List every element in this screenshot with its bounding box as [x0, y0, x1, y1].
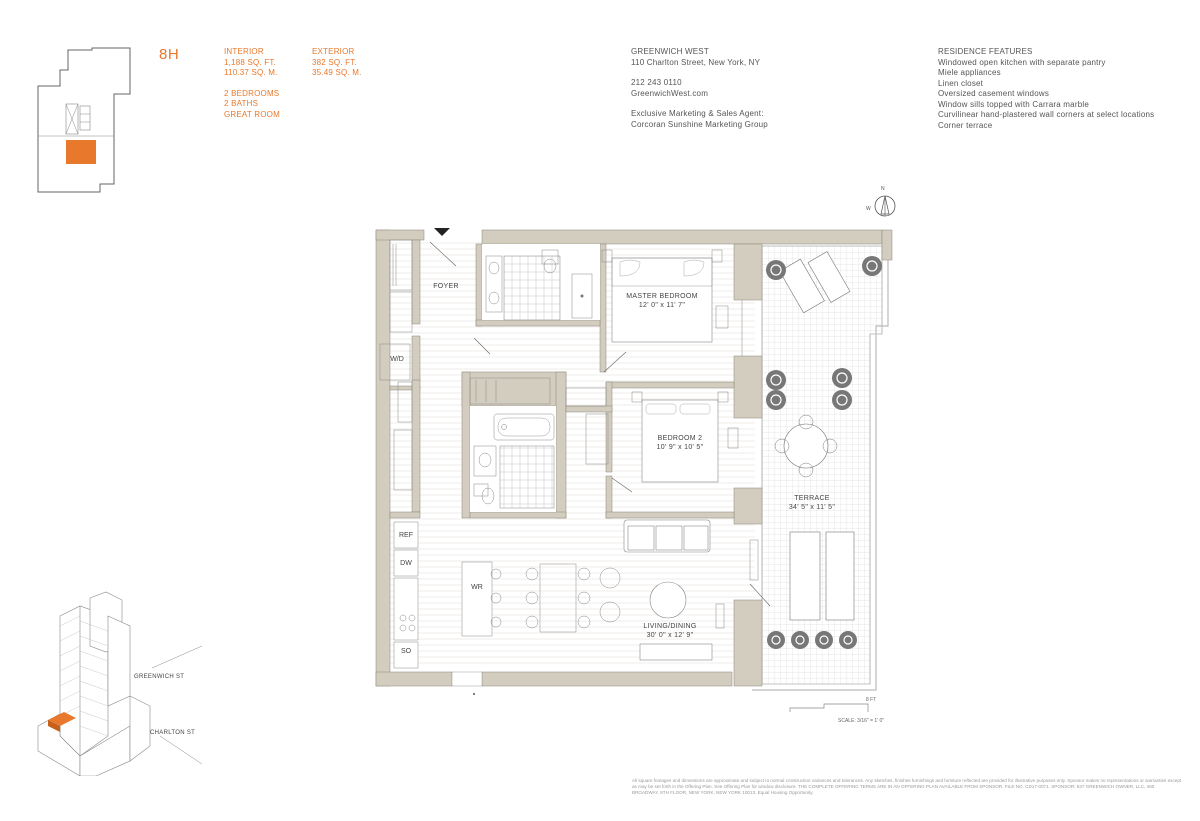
- compass-west: W: [866, 206, 871, 212]
- unit-location-highlight: [48, 712, 76, 726]
- room-foyer: FOYER: [433, 283, 459, 290]
- room-master-bedroom: MASTER BEDROOM 12' 0" x 11' 7": [620, 292, 704, 310]
- compass-north: N: [881, 186, 885, 192]
- terrace-name: TERRACE: [794, 495, 830, 502]
- interior-sqm: 110.37 SQ. M.: [224, 68, 278, 77]
- entry-arrow-icon: [434, 228, 450, 236]
- exterior-sqm: 35.49 SQ. M.: [312, 68, 362, 77]
- feature-item: Oversized casement windows: [938, 89, 1050, 98]
- phone-number: 212 243 0110: [631, 78, 682, 87]
- living-dining-dim: 30' 0" x 12' 9": [646, 632, 694, 639]
- scale-label: SCALE: 3/16" = 1' 0": [838, 718, 885, 724]
- exterior-sqft: 382 SQ. FT.: [312, 57, 357, 67]
- feature-item: Corner terrace: [938, 120, 993, 130]
- bedrooms-count: 2 BEDROOMS: [224, 88, 280, 98]
- interior-label: INTERIOR: [224, 47, 264, 56]
- building-axonometric: [37, 591, 203, 776]
- room-bedroom-2: BEDROOM 2 10' 9" x 10' 5": [640, 434, 720, 452]
- master-bedroom-dim: 12' 0" x 11' 7": [638, 302, 686, 309]
- appliance-wine-refrigerator: WR: [471, 584, 483, 591]
- master-bedroom-name: MASTER BEDROOM: [626, 293, 698, 300]
- agent-name: Corcoran Sunshine Marketing Group: [631, 119, 768, 129]
- bedroom-2-dim: 10' 9" x 10' 5": [656, 444, 704, 451]
- exterior-label: EXTERIOR: [312, 47, 355, 56]
- key-plan: [37, 47, 131, 193]
- website-link[interactable]: GreenwichWest.com: [631, 88, 709, 98]
- bedroom-2-name: BEDROOM 2: [657, 435, 703, 442]
- street-charlton: CHARLTON ST: [150, 730, 196, 736]
- appliance-steam-oven: SO: [400, 648, 412, 655]
- building-info: GREENWICH WEST 110 Charlton Street, New …: [631, 47, 768, 130]
- interior-area: INTERIOR 1,188 SQ. FT. 110.37 SQ. M. 2 B…: [224, 47, 280, 120]
- feature-item: Linen closet: [938, 78, 984, 88]
- terrace-dim: 34' 5" x 11' 5": [788, 504, 836, 511]
- appliance-washer-dryer: W/D: [390, 356, 404, 363]
- planters: [766, 256, 882, 649]
- interior-sqft: 1,188 SQ. FT.: [224, 57, 276, 67]
- room-living-dining: LIVING/DINING 30' 0" x 12' 9": [630, 622, 710, 640]
- feature-item: Curvilinear hand-plastered wall corners …: [938, 110, 1155, 119]
- living-dining-name: LIVING/DINING: [643, 623, 697, 630]
- residence-features: RESIDENCE FEATURES Windowed open kitchen…: [938, 47, 1154, 131]
- great-room: GREAT ROOM: [224, 109, 280, 119]
- room-terrace: TERRACE 34' 5" x 11' 5": [774, 494, 850, 512]
- feature-item: Window sills topped with Carrara marble: [938, 99, 1089, 109]
- legal-disclaimer: All square footages and dimensions are a…: [632, 778, 1182, 795]
- unit-highlight: [66, 140, 96, 164]
- baths-count: 2 BATHS: [224, 99, 259, 108]
- scale-feet: 8 FT: [866, 697, 877, 703]
- unit-number: 8H: [159, 46, 180, 63]
- compass: N W: [862, 186, 902, 222]
- exterior-area: EXTERIOR 382 SQ. FT. 35.49 SQ. M.: [312, 47, 362, 79]
- compass-icon: [874, 195, 896, 217]
- appliance-dishwasher: DW: [400, 560, 412, 567]
- feature-item: Miele appliances: [938, 68, 1001, 77]
- building-address: 110 Charlton Street, New York, NY: [631, 57, 761, 67]
- appliance-refrigerator: REF: [399, 532, 413, 539]
- agent-label: Exclusive Marketing & Sales Agent:: [631, 109, 764, 118]
- street-greenwich: GREENWICH ST: [134, 674, 185, 680]
- features-title: RESIDENCE FEATURES: [938, 47, 1033, 56]
- building-name: GREENWICH WEST: [631, 47, 709, 56]
- feature-item: Windowed open kitchen with separate pant…: [938, 57, 1106, 67]
